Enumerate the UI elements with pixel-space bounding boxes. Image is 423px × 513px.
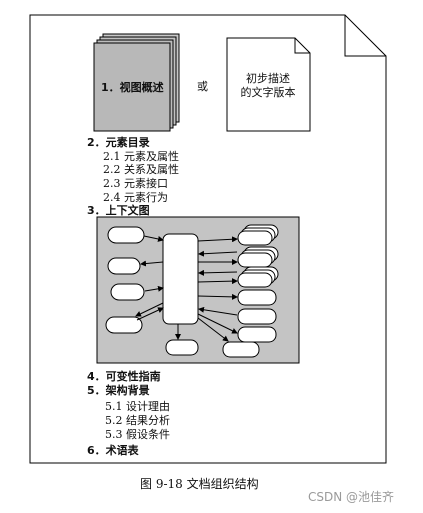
connector-arrow (144, 285, 164, 292)
right-entity-4 (237, 289, 277, 306)
outline-item-sec5: 5．架构背景 (87, 384, 150, 397)
outline-item-sec3: 3．上下文图 (87, 204, 150, 217)
connector-arrow (197, 236, 238, 243)
connector-arrow (140, 260, 164, 267)
bottom-entity-1 (165, 339, 199, 356)
csdn-watermark: CSDN @池佳齐 (308, 490, 395, 504)
connector-arrow (136, 307, 164, 321)
outline-item-sec2-2: 2.2 关系及属性 (103, 163, 179, 176)
right-entity-stack-3 (237, 272, 273, 288)
connector-arrow (197, 293, 238, 300)
or-label: 或 (197, 80, 208, 93)
outline-item-sec2-4: 2.4 元素行为 (103, 191, 168, 204)
bottom-entity-2 (222, 341, 260, 358)
text-version-document-icon (226, 37, 311, 132)
outline-item-sec5-2: 5.2 结果分析 (105, 414, 170, 427)
outline-item-sec2-3: 2.3 元素接口 (103, 177, 168, 190)
left-entity-3 (110, 283, 145, 301)
left-entity-4 (105, 316, 143, 334)
figure-caption: 图 9-18 文档组织结构 (140, 477, 259, 491)
right-entity-5 (237, 308, 277, 325)
outline-item-sec2-1: 2.1 元素及属性 (103, 150, 179, 163)
outline-item-sec5-1: 5.1 设计理由 (105, 400, 170, 413)
text-version-label: 初步描述 的文字版本 (240, 72, 296, 99)
context-diagram (96, 216, 300, 364)
left-entity-2 (107, 257, 141, 275)
right-entity-6 (237, 326, 277, 343)
right-entity-stack-1 (237, 230, 273, 246)
connector-arrow (198, 306, 238, 316)
connector-arrow (143, 235, 164, 242)
connector-arrow (198, 269, 238, 276)
connector-arrow (198, 250, 238, 257)
outline-item-sec2: 2．元素目录 (87, 136, 150, 149)
outline-item-sec4: 4．可变性指南 (87, 370, 161, 383)
left-entity-1 (107, 226, 145, 244)
central-system-box (162, 233, 199, 325)
connector-arrow (197, 313, 238, 334)
outline-item-sec6: 6．术语表 (87, 444, 139, 457)
view-overview-label: 1．视图概述 (101, 81, 164, 94)
connector-arrow (135, 302, 164, 317)
connector-arrow (197, 317, 229, 342)
outline-item-sec5-3: 5.3 假设条件 (105, 428, 170, 441)
connector-arrow (197, 278, 238, 285)
view-stack-icon (93, 33, 180, 132)
right-entity-stack-2 (237, 252, 273, 268)
